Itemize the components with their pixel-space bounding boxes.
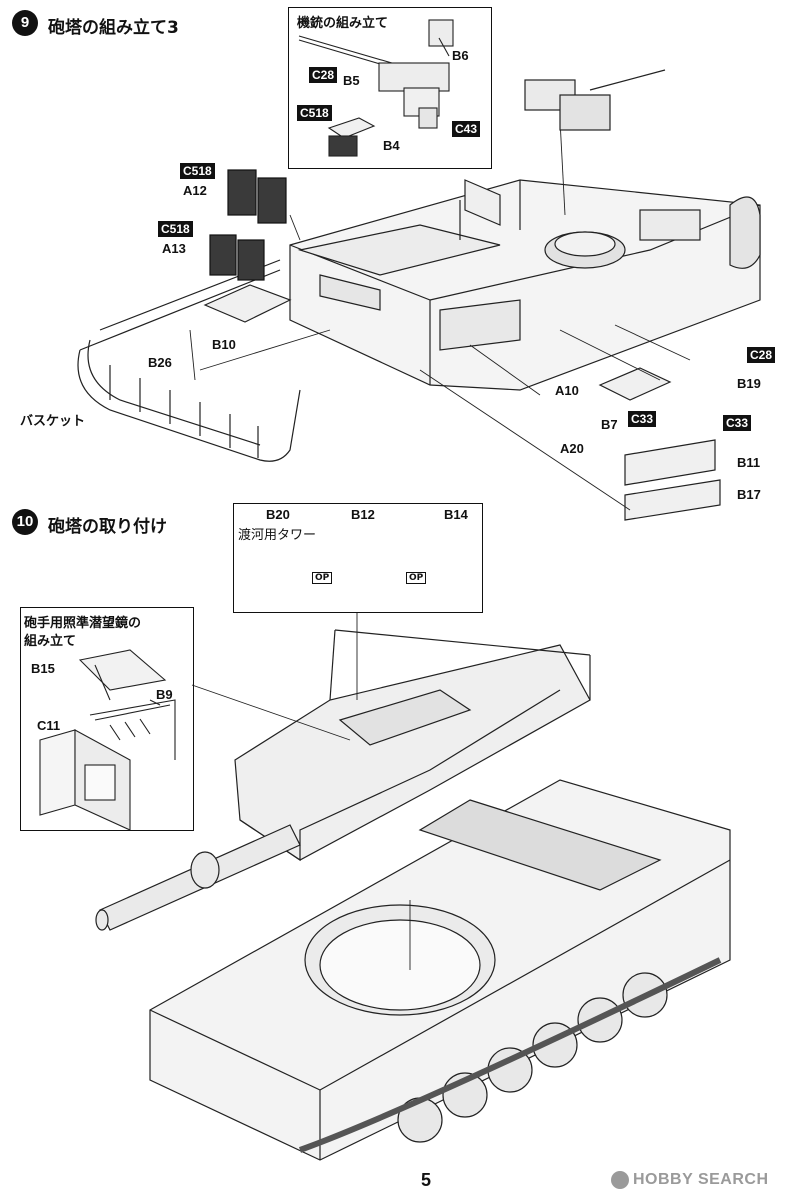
part-label: B6	[452, 48, 469, 63]
option-code: B20	[266, 507, 290, 522]
part-label: A13	[162, 241, 186, 256]
part-tag: C33	[723, 415, 752, 431]
option-name: 渡河用タワー	[238, 528, 317, 543]
part-label: B15	[31, 661, 55, 676]
jerry-cans-drawing	[209, 169, 287, 281]
tank-hull-drawing	[149, 779, 731, 1161]
part-label: B17	[737, 487, 761, 502]
turret-drawing	[289, 179, 761, 391]
step-9-badge: 9	[12, 10, 38, 36]
part-label: C11	[37, 718, 61, 733]
step-9-title: 砲塔の組み立て3	[48, 18, 179, 38]
step-10-title: 砲塔の取り付け	[48, 517, 167, 537]
watermark: HOBBY SEARCH	[633, 1171, 769, 1188]
hobby-search-logo-icon	[611, 1171, 629, 1189]
options-box: B20 渡河用タワー B12 B14 OP OP	[233, 503, 483, 613]
part-tag: C28	[747, 347, 776, 363]
part-label: B26	[148, 355, 172, 370]
mg-inset-title: 機銃の組み立て	[297, 16, 389, 31]
option-code: B14	[444, 507, 468, 522]
part-tag: C518	[158, 221, 193, 237]
part-label: A10	[555, 383, 579, 398]
basket-label: バスケット	[20, 414, 86, 429]
part-label: B11	[737, 455, 761, 470]
part-label: B5	[343, 73, 360, 88]
mg-parts-drawing	[298, 19, 454, 157]
part-label: A20	[560, 441, 584, 456]
periscope-parts-drawing	[39, 649, 176, 831]
page-number: 5	[421, 1170, 432, 1190]
roof-mg-drawing	[524, 69, 666, 131]
periscope-inset-title-1: 砲手用照準潜望鏡の	[24, 616, 142, 631]
part-label: B4	[383, 138, 400, 153]
part-label: B10	[212, 337, 236, 352]
periscope-inset-title-2: 組み立て	[24, 634, 77, 649]
optional-icon: OP	[312, 572, 333, 584]
part-label: B19	[737, 376, 761, 391]
part-label: A12	[183, 183, 207, 198]
mg-assembly-inset: 機銃の組み立て C28 C518 C43 B6 B5 B4	[288, 7, 492, 169]
part-tag: C518	[180, 163, 215, 179]
can-rack-drawing	[203, 284, 721, 521]
part-tag: C518	[297, 105, 332, 121]
main-gun-drawing	[95, 824, 301, 931]
option-code: B12	[351, 507, 375, 522]
step-10-badge: 10	[12, 509, 38, 535]
part-tag: C28	[309, 67, 338, 83]
part-label: B7	[601, 417, 618, 432]
basket-drawing	[77, 259, 301, 462]
part-label: B9	[156, 687, 173, 702]
part-tag: C33	[628, 411, 657, 427]
periscope-inset: 砲手用照準潜望鏡の 組み立て B15 B9 C11	[20, 607, 194, 831]
part-tag: C43	[452, 121, 481, 137]
optional-icon: OP	[406, 572, 427, 584]
